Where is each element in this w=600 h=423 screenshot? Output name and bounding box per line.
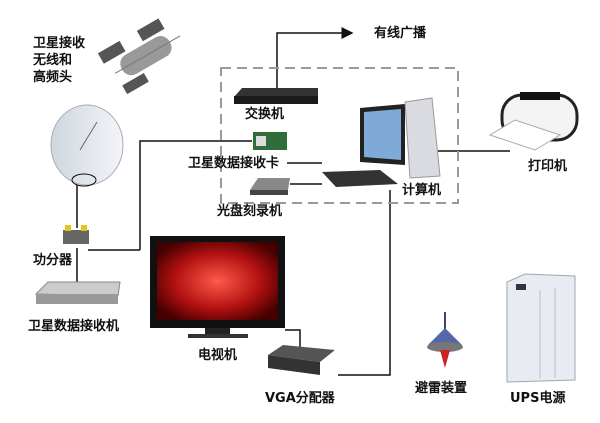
computer-group-box [220, 67, 459, 204]
computer-label: 计算机 [402, 183, 442, 198]
computer-icon [322, 97, 441, 187]
satellite-card-label: 卫星数据接收卡 [188, 156, 280, 171]
ups-icon [506, 273, 576, 383]
vga-splitter-icon [268, 345, 335, 375]
disc-burner-label: 光盘刻录机 [217, 204, 283, 219]
cable-broadcast-label: 有线广播 [374, 26, 427, 41]
satellite-label: 卫星接收 无线和 高频头 [33, 35, 85, 86]
ups-label: UPS电源 [510, 391, 566, 406]
satellite-receiver-icon [34, 281, 121, 304]
switch-label: 交换机 [245, 107, 285, 122]
printer-icon [488, 92, 579, 151]
tv-label: 电视机 [198, 348, 238, 363]
disc-burner-icon [250, 178, 290, 195]
satellite-label-line: 高频头 [33, 70, 73, 85]
switch-icon [234, 88, 318, 104]
vga-splitter-label: VGA分配器 [265, 391, 335, 406]
connection-lines [76, 27, 510, 376]
power-splitter-icon [63, 225, 89, 244]
satellite-icon [97, 18, 181, 95]
lightning-protector-icon [427, 312, 463, 368]
satellite-card-icon [253, 132, 287, 150]
satellite-label-line: 无线和 [33, 53, 73, 68]
tv-icon [150, 236, 285, 338]
satellite-dish-icon [50, 104, 124, 187]
lightning-protection-label: 避雷装置 [415, 381, 468, 396]
splitter-label: 功分器 [33, 253, 73, 268]
satellite-label-line: 卫星接收 [33, 36, 86, 51]
satellite-receiver-label: 卫星数据接收机 [28, 319, 120, 334]
printer-label: 打印机 [528, 159, 568, 174]
